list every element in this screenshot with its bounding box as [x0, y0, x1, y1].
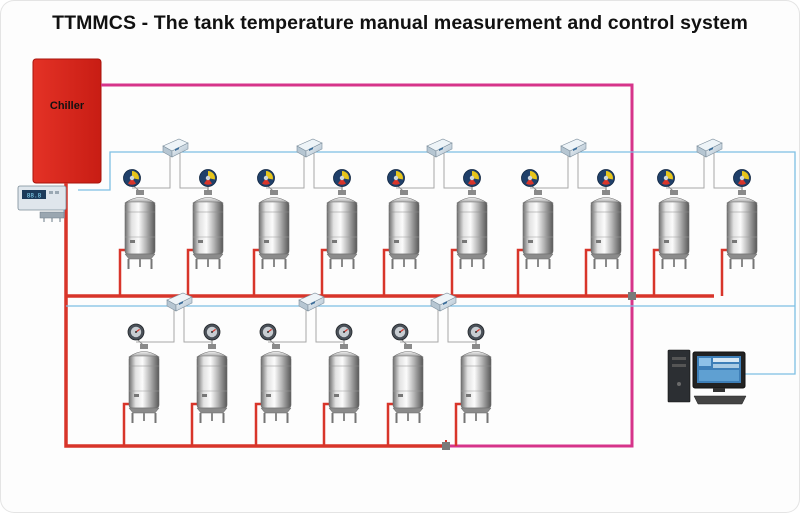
sensor-cable	[443, 152, 472, 189]
dial-thermometer-icon	[335, 323, 353, 341]
sensor-cable	[400, 308, 439, 343]
tank-feed-pipe	[450, 248, 460, 296]
tank-pair	[652, 138, 758, 296]
sensor-cable	[266, 154, 305, 189]
sensor-cable	[315, 306, 344, 343]
sensor-cable	[179, 152, 208, 189]
tank-feed-pipe	[320, 248, 330, 296]
tank-pair	[254, 292, 360, 446]
dial-thermometer-icon	[391, 323, 409, 341]
tank-pair	[516, 138, 622, 296]
thermometer-display-icon	[333, 169, 351, 187]
stainless-tank-icon	[392, 343, 424, 424]
tank-pair	[122, 292, 228, 446]
sensor-cable	[268, 308, 307, 343]
dial-thermometer-icon	[127, 323, 145, 341]
sensor-cable	[713, 152, 742, 189]
thermometer-display-icon	[657, 169, 675, 187]
control-box-icon	[426, 138, 453, 158]
tank-pair	[386, 292, 492, 446]
tank-row-upper	[118, 138, 758, 296]
control-box-icon	[162, 138, 189, 158]
sensor-cable	[136, 308, 175, 343]
control-box-icon	[696, 138, 723, 158]
tank-feed-pipe	[516, 248, 526, 296]
svg-text:88.8: 88.8	[27, 193, 42, 200]
tank-feed-pipe	[584, 248, 594, 296]
sensor-cable	[313, 152, 342, 189]
thermometer-display-icon	[387, 169, 405, 187]
stainless-tank-icon	[658, 189, 690, 270]
thermometer-display-icon	[597, 169, 615, 187]
dial-thermometer-icon	[259, 323, 277, 341]
dial-thermometer-icon	[203, 323, 221, 341]
tank-pair	[382, 138, 488, 296]
tank-feed-pipe	[720, 248, 730, 296]
stainless-tank-icon	[258, 189, 290, 270]
tank-feed-pipe	[252, 248, 262, 296]
control-box-icon	[296, 138, 323, 158]
stainless-tank-icon	[460, 343, 492, 424]
page-title: TTMMCS - The tank temperature manual mea…	[52, 12, 748, 34]
sensor-cable	[183, 306, 212, 343]
stainless-tank-icon	[196, 343, 228, 424]
sensor-cable	[447, 306, 476, 343]
thermometer-display-icon	[463, 169, 481, 187]
tank-feed-pipe	[652, 248, 662, 296]
stainless-tank-icon	[326, 189, 358, 270]
chiller-box	[32, 58, 102, 184]
tank-pair	[118, 138, 224, 296]
sensor-cable	[577, 152, 606, 189]
sensor-cable	[396, 154, 435, 189]
computer-workstation-icon	[667, 349, 747, 405]
sensor-cable	[666, 154, 705, 189]
thermometer-display-icon	[123, 169, 141, 187]
stainless-tank-icon	[328, 343, 360, 424]
thermometer-display-icon	[257, 169, 275, 187]
tank-pair	[252, 138, 358, 296]
return-pipe	[101, 83, 634, 448]
thermometer-display-icon	[521, 169, 539, 187]
tank-row-lower	[122, 292, 492, 446]
stainless-tank-icon	[192, 189, 224, 270]
chiller: Chiller	[32, 58, 102, 184]
tank-feed-pipe	[382, 248, 392, 296]
stainless-tank-icon	[260, 343, 292, 424]
sensor-cable	[132, 154, 171, 189]
stainless-tank-icon	[590, 189, 622, 270]
tank-feed-pipe	[186, 248, 196, 296]
dial-thermometer-icon	[467, 323, 485, 341]
chiller-label: Chiller	[50, 100, 85, 112]
pipe-junction	[442, 442, 450, 450]
stainless-tank-icon	[128, 343, 160, 424]
stainless-tank-icon	[124, 189, 156, 270]
pipe-junction	[628, 292, 636, 300]
thermometer-display-icon	[733, 169, 751, 187]
sensor-cable	[530, 154, 569, 189]
tank-feed-pipe	[118, 248, 128, 296]
digital-meter-icon: 88.8	[17, 185, 67, 222]
stainless-tank-icon	[388, 189, 420, 270]
control-box-icon	[560, 138, 587, 158]
stainless-tank-icon	[456, 189, 488, 270]
thermometer-display-icon	[199, 169, 217, 187]
stainless-tank-icon	[726, 189, 758, 270]
stainless-tank-icon	[522, 189, 554, 270]
